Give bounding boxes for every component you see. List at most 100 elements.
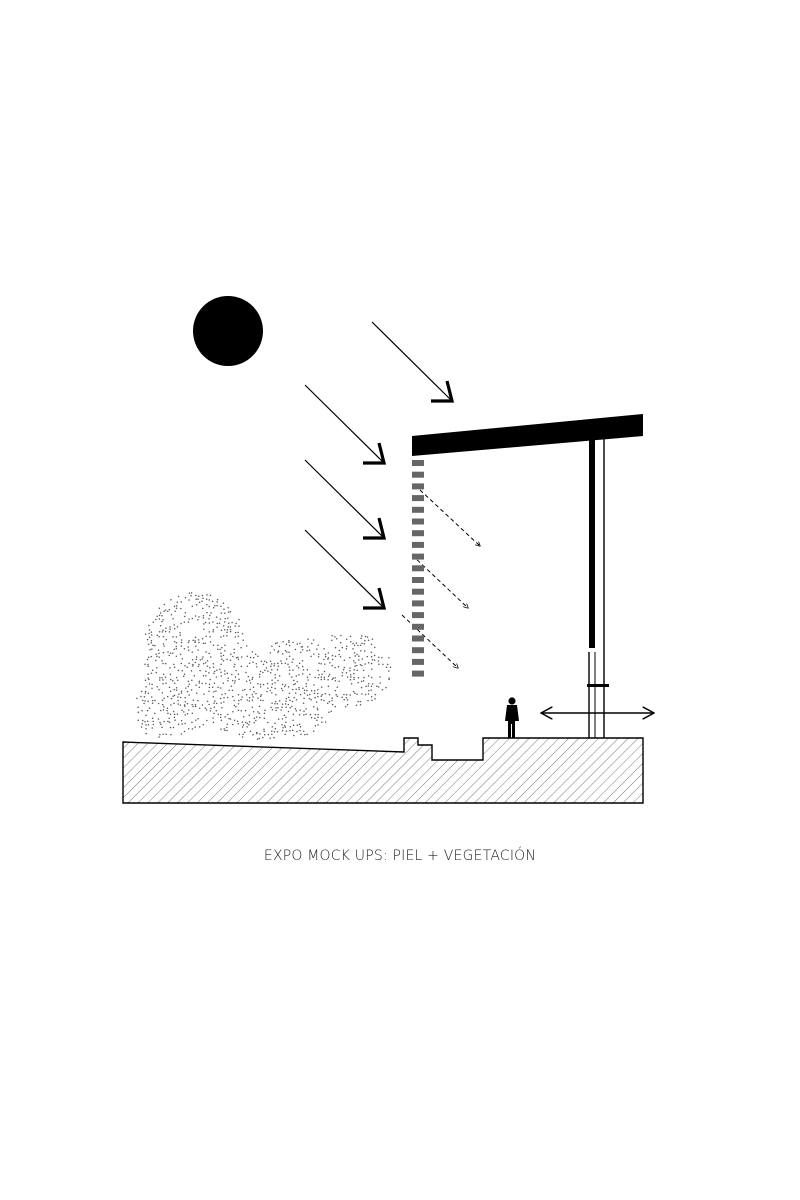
vegetation-dot xyxy=(213,702,215,704)
vegetation-dot xyxy=(184,664,186,667)
vegetation-dot xyxy=(192,663,194,666)
vegetation-dot xyxy=(305,708,307,710)
vegetation-dot xyxy=(251,651,254,653)
vegetation-dot xyxy=(295,710,298,712)
vegetation-dot xyxy=(276,703,279,705)
vegetation-dot xyxy=(155,653,157,655)
vegetation-dot xyxy=(288,692,291,694)
vegetation-dot xyxy=(229,718,232,720)
vegetation-dot xyxy=(148,678,150,681)
vegetation-dot xyxy=(151,648,153,650)
vegetation-dot xyxy=(234,676,237,678)
vegetation-dot xyxy=(320,686,323,688)
vegetation-dot xyxy=(147,663,149,666)
vegetation-dot xyxy=(285,730,288,732)
vegetation-dot xyxy=(177,669,180,672)
vegetation-dot xyxy=(339,656,342,658)
vegetation-dot xyxy=(206,611,208,614)
vegetation-dot xyxy=(183,648,186,650)
vegetation-dot xyxy=(345,638,348,640)
vegetation-dot xyxy=(198,682,200,684)
vegetation-dot xyxy=(353,668,355,671)
diagram-caption: EXPO MOCK UPS: PIEL + VEGETACIÓN xyxy=(263,848,537,864)
vegetation-dot xyxy=(204,707,207,709)
vegetation-dot xyxy=(227,617,229,620)
vegetation-dot xyxy=(274,676,277,679)
vegetation-dot xyxy=(162,629,164,631)
vegetation-dot xyxy=(283,685,286,688)
vegetation-dot xyxy=(222,654,225,657)
vegetation-dot xyxy=(161,620,163,623)
vegetation-dot xyxy=(373,659,376,661)
vegetation-dot xyxy=(269,737,271,739)
vegetation-dot xyxy=(316,709,319,711)
vegetation-dot xyxy=(376,685,378,688)
vegetation-dot xyxy=(285,716,287,719)
vegetation-dot xyxy=(263,660,266,662)
vegetation-dot xyxy=(334,705,337,708)
vegetation-dot xyxy=(204,642,206,644)
vegetation-dot xyxy=(201,704,204,706)
vegetation-dot xyxy=(167,720,169,723)
vegetation-dot xyxy=(150,655,153,658)
vegetation-dot xyxy=(209,614,211,617)
vegetation-dot xyxy=(334,636,336,638)
vegetation-dot xyxy=(220,675,223,677)
vegetation-dot xyxy=(280,687,283,690)
louver-slat xyxy=(412,565,424,572)
vegetation-dot xyxy=(152,644,154,647)
vegetation-dot xyxy=(191,651,194,653)
vegetation-dot xyxy=(343,666,346,669)
vegetation-dot xyxy=(252,711,255,713)
louver-slat xyxy=(412,670,424,677)
vegetation-dot xyxy=(201,658,203,660)
vegetation-dot xyxy=(155,671,158,674)
vegetation-dot xyxy=(221,693,223,696)
vegetation-dot xyxy=(145,724,147,726)
sun-icon xyxy=(193,296,263,366)
vegetation-dot xyxy=(263,712,266,714)
vegetation-dot xyxy=(251,678,253,681)
vegetation-dot xyxy=(294,707,297,710)
vegetation-dot xyxy=(256,666,258,668)
vegetation-dot xyxy=(158,688,160,691)
vegetation-dot xyxy=(187,649,190,651)
vegetation-dot xyxy=(162,643,165,645)
vegetation-dot xyxy=(210,707,212,710)
vegetation-dot xyxy=(175,655,178,657)
sun-ray-arrow xyxy=(304,529,387,610)
vegetation-dot xyxy=(173,688,176,691)
vegetation-dot xyxy=(262,736,264,739)
vegetation-dot xyxy=(188,618,190,620)
vegetation-dot xyxy=(315,701,318,703)
vegetation-dot xyxy=(238,678,240,680)
vegetation-dot xyxy=(144,679,147,681)
vegetation-dot xyxy=(377,660,380,662)
vegetation-dot xyxy=(364,693,367,696)
vegetation-dot xyxy=(184,700,187,703)
vegetation-dot xyxy=(213,706,216,708)
vegetation-dot xyxy=(271,679,273,681)
vegetation-dot xyxy=(223,629,226,631)
filtered-light-arrow xyxy=(401,614,458,668)
vegetation-dot xyxy=(208,690,210,692)
vegetation-dot xyxy=(205,635,207,637)
vegetation-dot xyxy=(170,704,172,706)
vegetation-dot xyxy=(175,676,178,679)
vegetation-dot xyxy=(249,656,252,659)
vegetation-dot xyxy=(356,669,358,672)
vegetation-dot xyxy=(179,704,182,706)
vegetation-dot xyxy=(331,703,334,706)
vegetation-dot xyxy=(330,710,332,712)
vegetation-dot xyxy=(224,673,226,675)
vegetation-dot xyxy=(219,716,222,719)
vegetation-dot xyxy=(150,642,153,644)
vegetation-dot xyxy=(284,703,287,705)
vegetation-dot xyxy=(215,616,218,618)
vegetation-dot xyxy=(157,718,160,720)
vegetation-dot xyxy=(245,671,247,674)
vegetation-dot xyxy=(151,687,153,689)
vegetation-dot xyxy=(234,680,236,682)
vegetation-dot xyxy=(148,624,150,627)
vegetation-dot xyxy=(147,665,149,667)
